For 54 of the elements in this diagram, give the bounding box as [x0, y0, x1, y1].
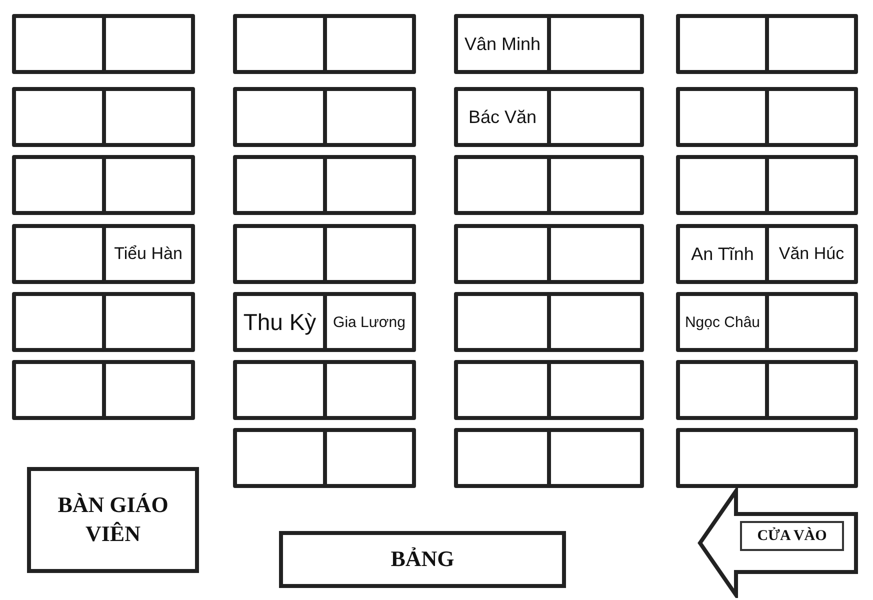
seat-box: [547, 360, 644, 420]
seat-box: [233, 14, 326, 74]
board: [279, 531, 566, 588]
seat-box: [676, 428, 858, 488]
seat-box: [233, 87, 326, 147]
seat-box: [12, 224, 106, 284]
seat-box: [322, 14, 416, 74]
seat-box: [547, 428, 644, 488]
student-name: Ngọc Châu: [684, 314, 760, 330]
seat-box: [233, 224, 326, 284]
seat-box: [765, 224, 858, 284]
seat-box: [765, 155, 858, 215]
seat-box: [765, 14, 858, 74]
seat-box: [233, 155, 326, 215]
seat-box: [765, 292, 858, 352]
seat-box: [322, 224, 416, 284]
seat-box: [233, 428, 326, 488]
seat-box: [547, 292, 644, 352]
seat-box: [102, 155, 195, 215]
student-name: Gia Lương: [333, 314, 406, 330]
seat-box: [102, 87, 195, 147]
seat-box: [547, 14, 644, 74]
door-label: CỬA VÀO: [740, 521, 844, 551]
student-name: Bác Văn: [468, 106, 537, 128]
door-arrow: [696, 488, 860, 598]
seat-box: [233, 292, 326, 352]
student-name: Văn Húc: [778, 244, 844, 264]
student-name: Tiểu Hàn: [114, 244, 182, 264]
teacher-desk: [27, 467, 199, 573]
seat-box: [322, 155, 416, 215]
seat-box: [547, 224, 644, 284]
seat-box: [12, 360, 106, 420]
seat-box: [12, 14, 106, 74]
desk-label: BẢNG: [390, 545, 454, 574]
seat-box: [102, 360, 195, 420]
seat-box: [322, 87, 416, 147]
seat-box: [12, 155, 106, 215]
seat-box: [547, 155, 644, 215]
seat-box: [233, 360, 326, 420]
seat-box: [322, 292, 416, 352]
seat-box: [765, 360, 858, 420]
student-name: Thu Kỳ: [243, 308, 316, 336]
student-name: An Tĩnh: [691, 244, 754, 264]
seat-box: [102, 14, 195, 74]
student-name: Vân Minh: [464, 34, 541, 54]
seat-box: [765, 87, 858, 147]
desk-label: BÀN GIÁO VIÊN: [56, 491, 170, 548]
seat-box: [102, 224, 195, 284]
seat-box: [12, 87, 106, 147]
seat-box: [12, 292, 106, 352]
seat-box: [322, 428, 416, 488]
seat-box: [322, 360, 416, 420]
seat-box: [547, 87, 644, 147]
seat-box: [102, 292, 195, 352]
